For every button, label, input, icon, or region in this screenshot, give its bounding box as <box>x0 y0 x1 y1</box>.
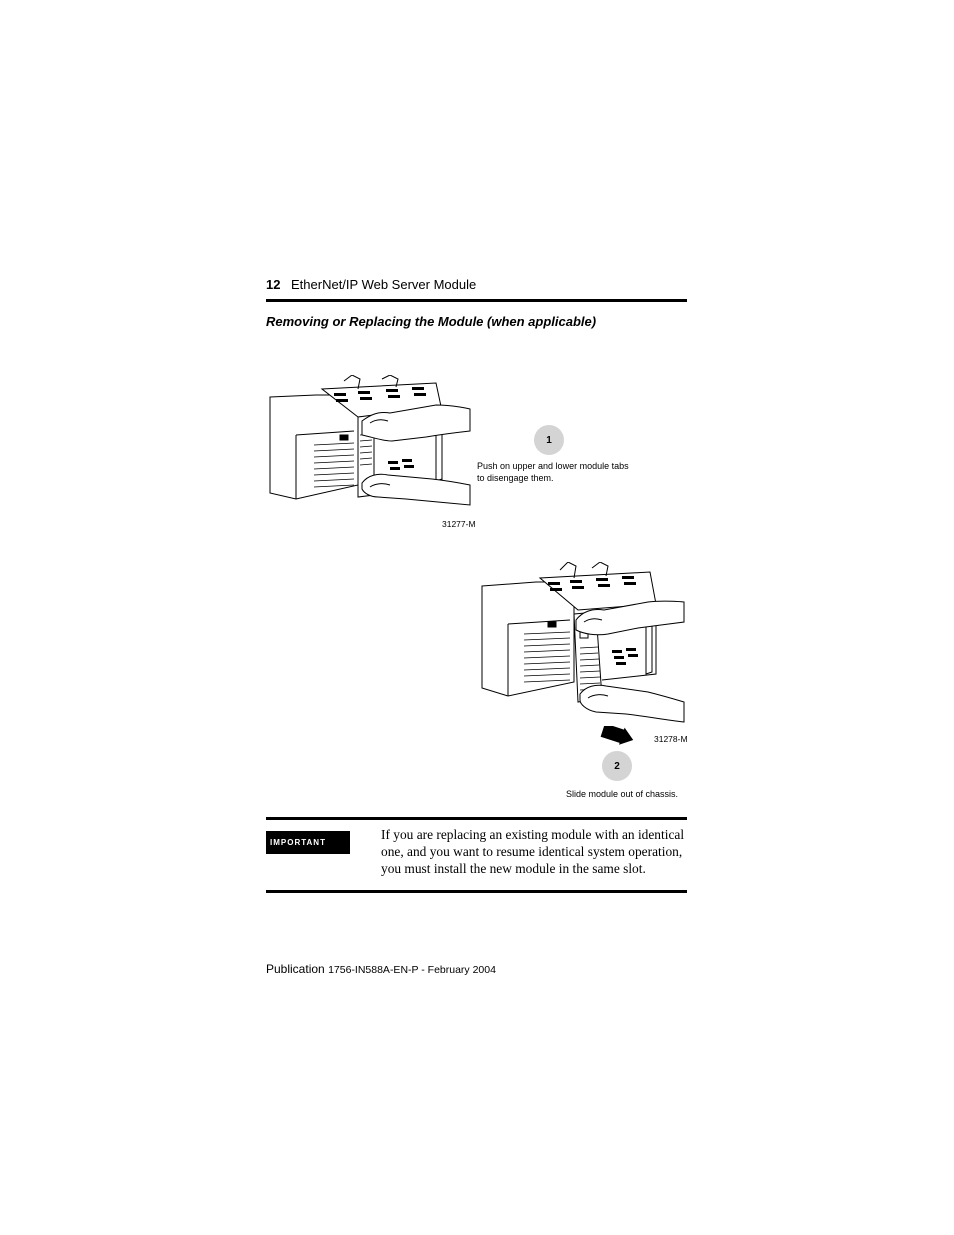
step-2-caption: Slide module out of chassis. <box>566 789 679 799</box>
page-number: 12 <box>266 277 281 292</box>
step-2-callout: 2 <box>602 751 632 781</box>
step-1-caption: Push on upper and lower module tabs to d… <box>477 461 629 483</box>
figure-1-id: 31277-M <box>442 519 476 529</box>
important-label: IMPORTANT <box>266 831 350 854</box>
step-1-callout: 1 <box>534 425 564 455</box>
figure-push-module-tabs <box>269 375 471 506</box>
important-bottom-rule <box>266 890 687 893</box>
header-rule <box>266 299 687 302</box>
important-top-rule <box>266 817 687 820</box>
publication-label: Publication <box>266 962 325 976</box>
slide-direction-arrow-icon <box>600 726 634 745</box>
figure-slide-module-out <box>481 562 685 723</box>
important-text: If you are replacing an existing module … <box>381 827 685 876</box>
running-header-title: EtherNet/IP Web Server Module <box>291 277 477 292</box>
figure-2-id: 31278-M <box>654 734 688 744</box>
publication-id: 1756-IN588A-EN-P - February 2004 <box>328 964 496 976</box>
section-heading: Removing or Replacing the Module (when a… <box>266 314 597 329</box>
footer-publication: Publication 1756-IN588A-EN-P - February … <box>266 962 496 976</box>
